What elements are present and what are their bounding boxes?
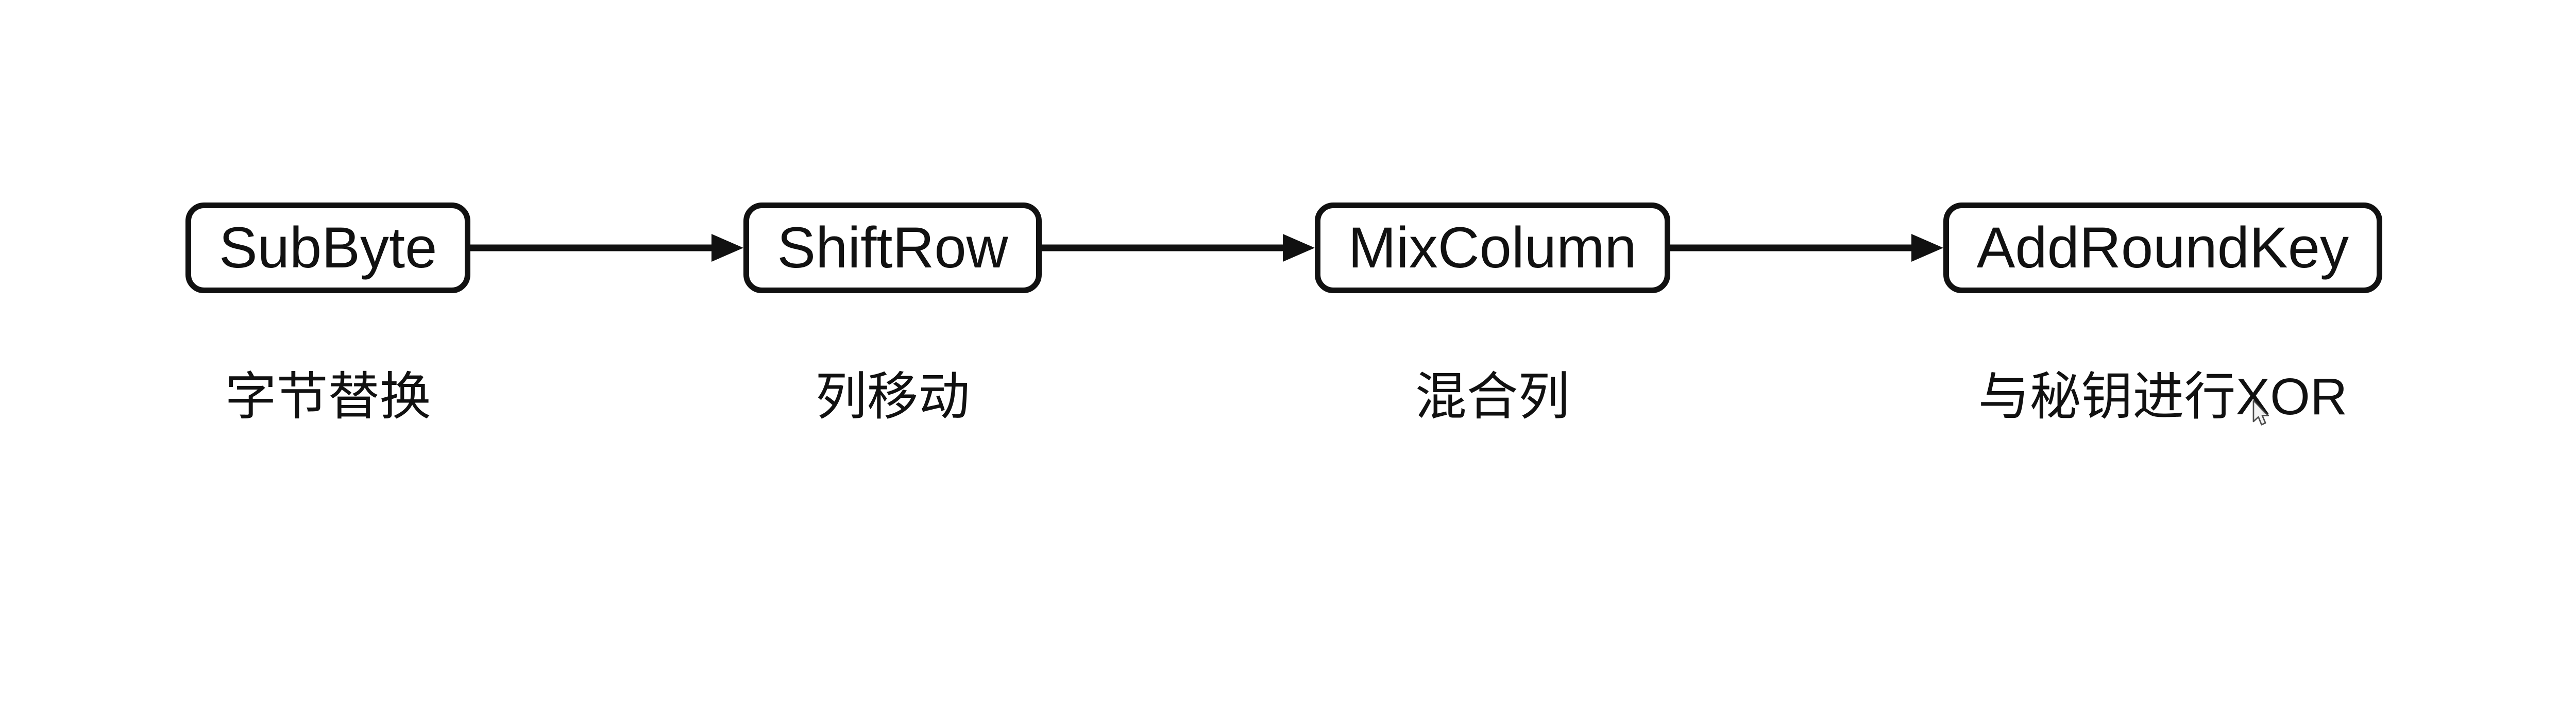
step-box-label: AddRoundKey — [1976, 215, 2349, 280]
step-caption-shiftrow: 列移动 — [815, 368, 970, 426]
step-box-label: SubByte — [219, 215, 437, 280]
step-box-mixcolumn: MixColumn — [1314, 203, 1670, 293]
step-caption-mixcolumn: 混合列 — [1415, 368, 1570, 426]
flow-step-shiftrow: ShiftRow 列移动 — [743, 203, 1042, 425]
step-box-addroundkey: AddRoundKey — [1943, 203, 2382, 293]
step-box-subbyte: SubByte — [185, 203, 471, 293]
step-caption-wrap: 列移动 — [815, 368, 970, 425]
step-box-shiftrow: ShiftRow — [743, 203, 1042, 293]
arrow-right-icon — [1041, 203, 1315, 293]
step-caption-wrap: 混合列 — [1415, 368, 1570, 425]
step-box-label: ShiftRow — [777, 215, 1008, 280]
step-caption-wrap: 与秘钥进行XOR — [1978, 368, 2348, 426]
flow-step-subbyte: SubByte 字节替换 — [185, 203, 471, 425]
flow-step-mixcolumn: MixColumn 混合列 — [1314, 203, 1670, 425]
step-caption-wrap: 字节替换 — [225, 368, 431, 425]
aes-round-flow: SubByte 字节替换 ShiftRow 列移动 — [185, 203, 2382, 426]
step-box-label: MixColumn — [1348, 215, 1637, 280]
arrow-right-icon — [1670, 203, 1943, 293]
arrow-right-icon — [470, 203, 744, 293]
step-caption-subbyte: 字节替换 — [225, 368, 431, 426]
mouse-cursor-icon — [2252, 400, 2269, 426]
flow-step-addroundkey: AddRoundKey 与秘钥进行XOR — [1943, 203, 2382, 426]
step-caption-addroundkey: 与秘钥进行XOR — [1978, 368, 2348, 426]
